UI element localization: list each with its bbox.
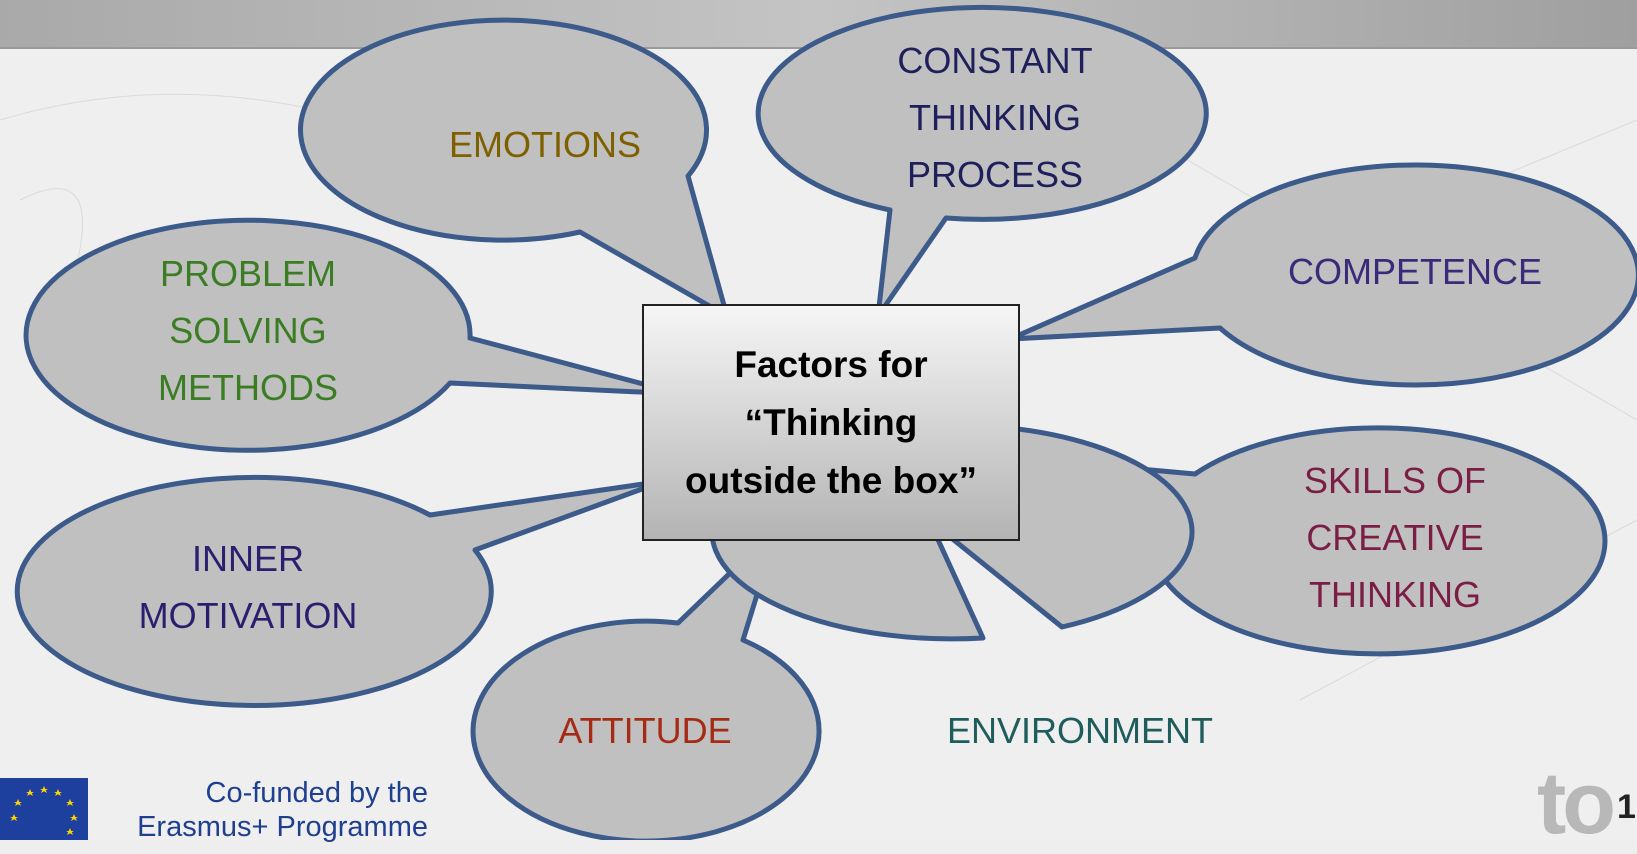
- bubble-problem-solving: [23, 217, 684, 453]
- bubble-attitude: [470, 524, 822, 844]
- bubble-inner-motivation: [14, 475, 667, 708]
- center-label: Factors for “Thinking outside the box”: [685, 344, 977, 501]
- bubble-constant-thinking: [755, 4, 1209, 319]
- cofunded-line-2: Erasmus+ Programme: [137, 811, 428, 843]
- eu-flag-logo: [0, 778, 88, 840]
- label-environment: ENVIRONMENT: [946, 710, 1213, 751]
- label-emotions: EMOTIONS: [448, 124, 641, 165]
- page-number: 1: [1617, 788, 1636, 826]
- bubble-emotions: [298, 17, 730, 319]
- corner-logo-fragment: to: [1537, 753, 1616, 852]
- label-skills-creative: SKILLS OF CREATIVE THINKING: [1303, 460, 1487, 615]
- label-attitude: ATTITUDE: [558, 710, 732, 751]
- label-competence: COMPETENCE: [1287, 251, 1543, 292]
- label-constant-thinking: CONSTANT THINKING PROCESS: [897, 40, 1093, 195]
- center-box: [642, 304, 1020, 541]
- label-problem-solving: PROBLEM SOLVING METHODS: [158, 253, 338, 408]
- cofunded-line-1: Co-funded by the: [205, 777, 428, 809]
- label-inner-motivation: INNER MOTIVATION: [138, 538, 358, 636]
